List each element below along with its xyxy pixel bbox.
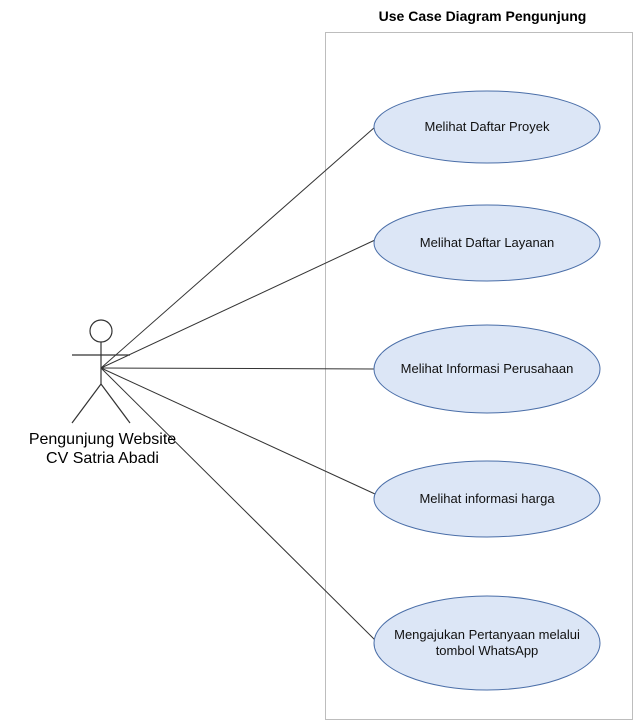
association-line (100, 367, 376, 641)
actor-head (89, 319, 113, 343)
use-case-label-line: Melihat informasi harga (419, 491, 555, 506)
association-line (100, 367, 376, 495)
use-case-label-line: Melihat Daftar Proyek (424, 119, 550, 134)
actor-right-leg (100, 383, 131, 424)
use-case-label: Melihat informasi harga (372, 491, 602, 507)
use-case-label-line: Melihat Informasi Perusahaan (400, 361, 574, 376)
use-case-shapes (373, 90, 601, 691)
use-case-ellipse (373, 204, 601, 282)
use-case-ellipse (373, 460, 601, 538)
use-case-ellipse (373, 324, 601, 414)
actor-figure (71, 319, 131, 424)
association-line (100, 239, 376, 369)
diagram-title: Use Case Diagram Pengunjung (378, 8, 587, 24)
use-case-label: Melihat Informasi Perusahaan (372, 361, 602, 377)
actor-name-line-1: Pengunjung Website (28, 431, 177, 448)
use-case-label: Melihat Daftar Proyek (372, 119, 602, 135)
use-case-ellipse (373, 595, 601, 691)
system-boundary (325, 32, 633, 720)
association-lines (100, 126, 376, 641)
association-line (100, 126, 376, 369)
use-case-label: Melihat Daftar Layanan (372, 235, 602, 251)
use-case-label-line: Mengajukan Pertanyaan melalui (394, 627, 580, 642)
actor-name-line-2: CV Satria Abadi (46, 450, 159, 467)
actor-left-leg (71, 383, 102, 424)
use-case-label-line: tombol WhatsApp (435, 643, 539, 658)
use-case-ellipse (373, 90, 601, 164)
use-case-label-line: Melihat Daftar Layanan (419, 235, 555, 250)
actor-label: Pengunjung Website CV Satria Abadi (0, 430, 205, 468)
association-line (100, 367, 376, 370)
